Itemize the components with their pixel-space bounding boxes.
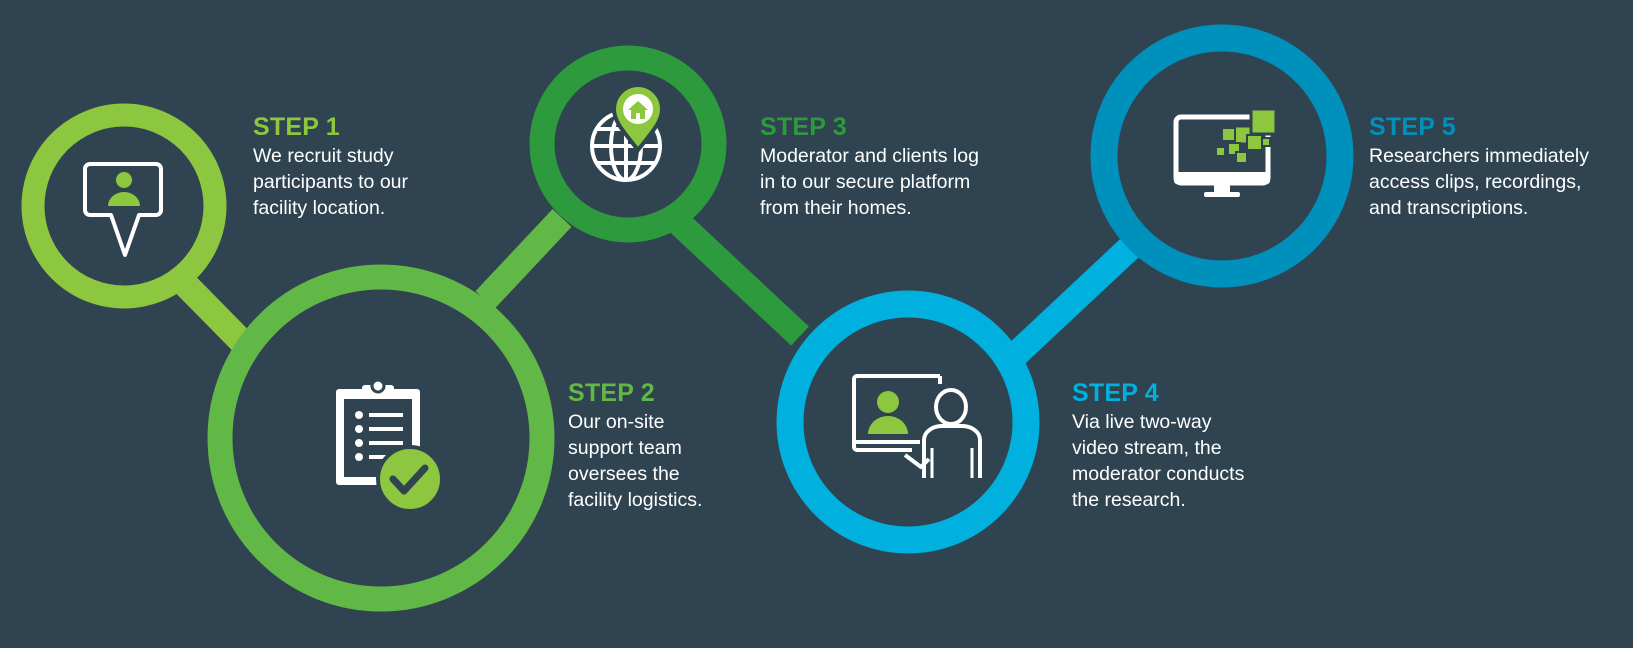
step-3-line-3: from their homes. <box>760 197 912 219</box>
step-2-line-2: support team <box>568 437 682 459</box>
step-3-text: STEP 3 Moderator and clients log in to o… <box>760 113 1030 221</box>
step-3-title: STEP 3 <box>760 113 847 141</box>
step-3-line-1: Moderator and clients log <box>760 145 979 167</box>
step-2-title: STEP 2 <box>568 379 655 407</box>
step-1-line-1: We recruit study <box>253 145 394 167</box>
step-5-line-1: Researchers immediately <box>1369 145 1589 167</box>
step-1-line-3: facility location. <box>253 197 386 219</box>
step-2-line-1: Our on-site <box>568 411 665 433</box>
step-4-line-2: video stream, the <box>1072 437 1222 459</box>
step-4-ring <box>776 290 1040 554</box>
connector-3-4 <box>669 212 809 346</box>
connector-1-2 <box>176 275 258 358</box>
connector-4-5 <box>1001 232 1145 370</box>
globe-home-pin-icon <box>590 83 665 182</box>
step-5-line-2: access clips, recordings, <box>1369 171 1582 193</box>
step-4-line-4: the research. <box>1072 489 1186 511</box>
monitor-pixels-icon <box>1173 107 1278 197</box>
clipboard-checklist-icon <box>336 378 444 513</box>
step-1-title: STEP 1 <box>253 113 340 141</box>
step-1-line-2: participants to our <box>253 171 409 193</box>
step-2-text: STEP 2 Our on-site support team oversees… <box>568 379 838 513</box>
step-4-line-1: Via live two-way <box>1072 411 1212 433</box>
step-2-line-3: oversees the <box>568 463 680 485</box>
step-2-line-4: facility logistics. <box>568 489 703 511</box>
step-5-line-3: and transcriptions. <box>1369 197 1529 219</box>
step-4-title: STEP 4 <box>1072 379 1159 407</box>
video-call-person-icon <box>852 374 982 478</box>
step-4-text: STEP 4 Via live two-way video stream, th… <box>1072 379 1342 513</box>
person-speech-bubble-icon <box>83 162 163 257</box>
connector-2-3 <box>475 209 572 309</box>
step-1-text: STEP 1 We recruit study participants to … <box>253 113 523 221</box>
step-5-title: STEP 5 <box>1369 113 1456 141</box>
step-4-line-3: moderator conducts <box>1072 463 1245 485</box>
step-5-text: STEP 5 Researchers immediately access cl… <box>1369 113 1631 221</box>
step-3-line-2: in to our secure platform <box>760 171 971 193</box>
